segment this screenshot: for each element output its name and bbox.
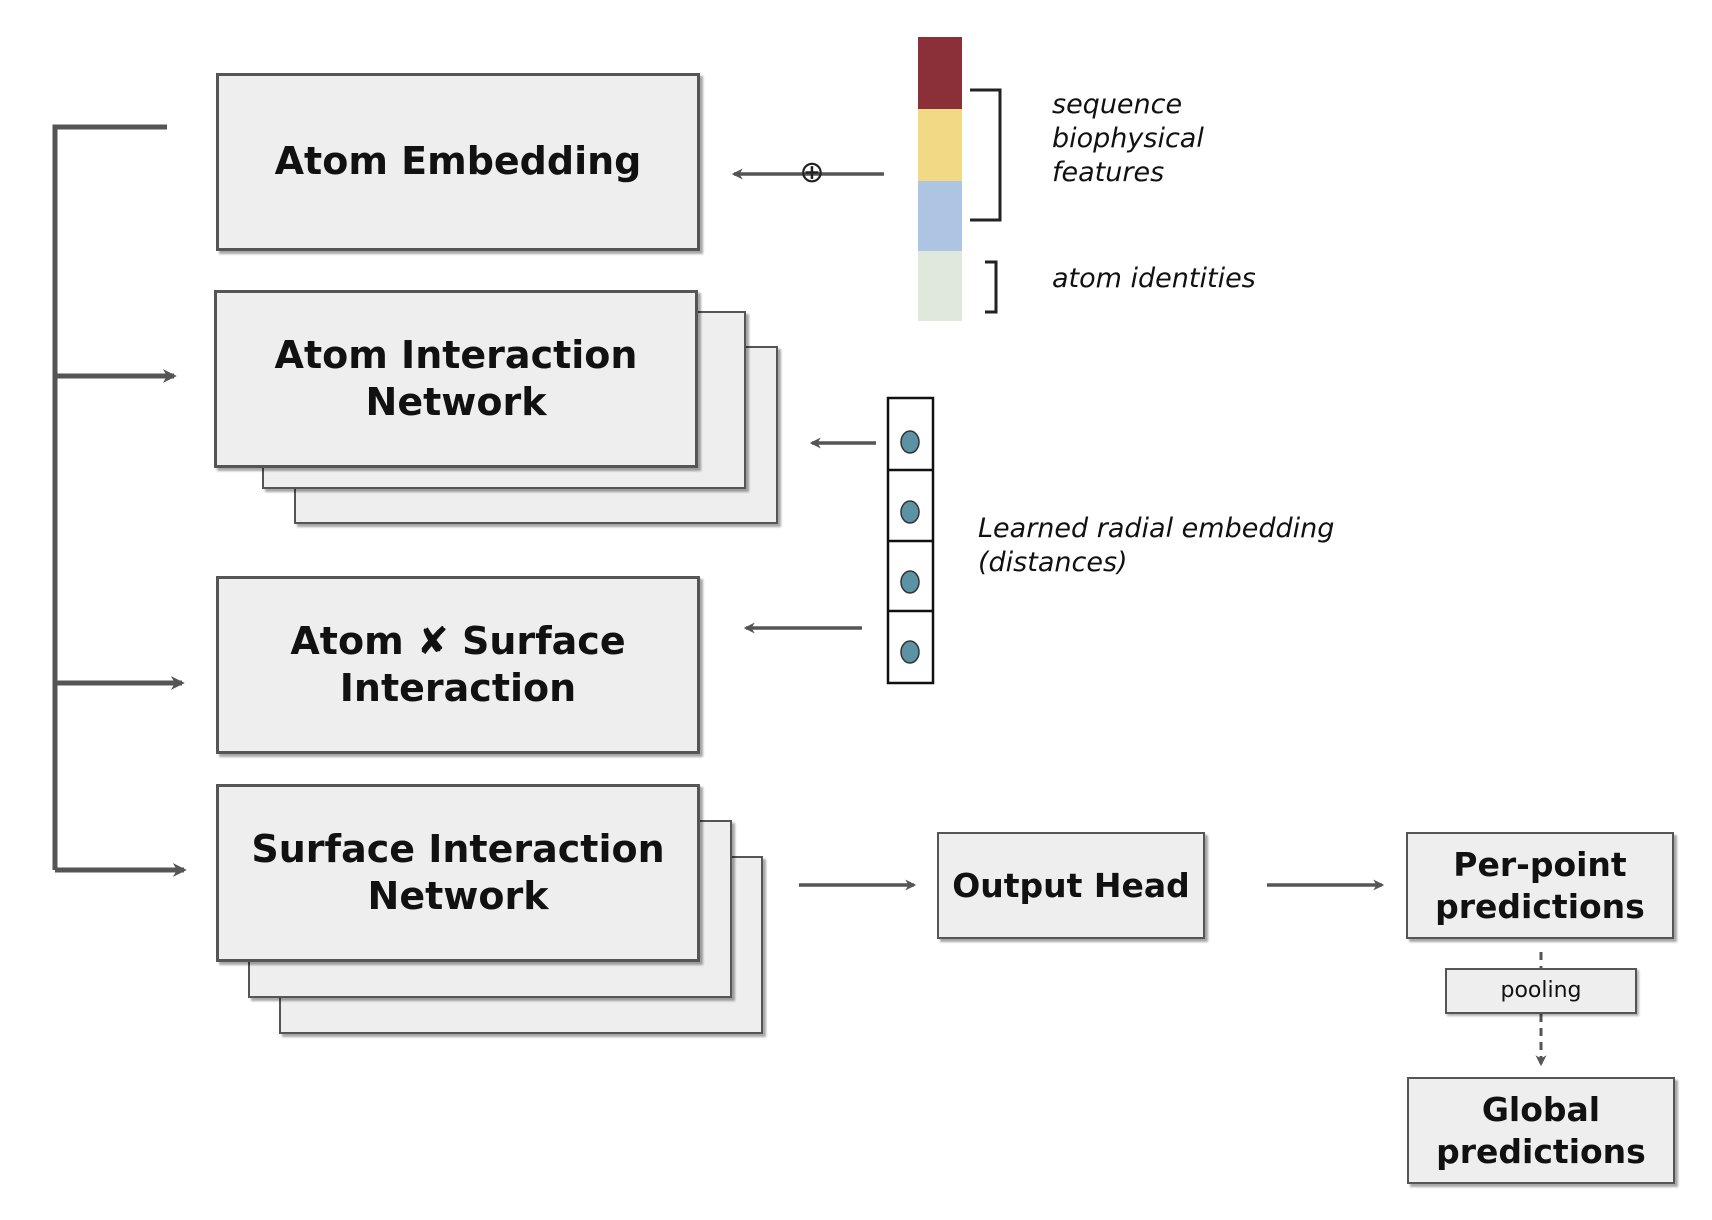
feature-bar-yellow	[918, 109, 962, 181]
features-bracket	[970, 88, 1002, 222]
surface-interaction-network-block: Surface Interaction Network	[216, 784, 700, 962]
atom-embedding-label: Atom Embedding	[274, 139, 642, 184]
atom-interaction-network-label: Atom Interaction Network	[274, 332, 638, 425]
output-head-label: Output Head	[952, 865, 1190, 905]
global-predictions-label: Global predictions	[1436, 1090, 1646, 1171]
feature-bar-red	[918, 37, 962, 109]
atom-embedding-block: Atom Embedding	[216, 73, 700, 251]
output-head-block: Output Head	[937, 832, 1205, 939]
atom-identities-bracket	[985, 260, 998, 314]
pooling-label: pooling	[1500, 978, 1582, 1004]
atom-surface-interaction-label: Atom ✘ Surface Interaction	[290, 618, 626, 711]
feature-bar-blue	[918, 181, 962, 251]
skip-connection-bus	[52, 124, 167, 870]
atom-interaction-network-block: Atom Interaction Network	[214, 290, 698, 468]
global-predictions-block: Global predictions	[1407, 1077, 1675, 1184]
feature-bar-green	[918, 251, 962, 321]
atom-identities-annotation: atom identities	[1052, 263, 1256, 294]
atom-surface-interaction-block: Atom ✘ Surface Interaction	[216, 576, 700, 754]
radial-embedding-annotation: Learned radial embedding (distances)	[978, 513, 1335, 578]
per-point-predictions-block: Per-point predictions	[1406, 832, 1674, 939]
surface-interaction-network-label: Surface Interaction Network	[251, 826, 665, 919]
per-point-predictions-label: Per-point predictions	[1435, 845, 1645, 926]
radial-dot	[900, 640, 920, 664]
radial-dot	[900, 430, 920, 454]
pooling-block: pooling	[1445, 968, 1637, 1014]
combine-symbol: ⊕	[799, 155, 825, 190]
features-annotation: sequence biophysical features	[1052, 89, 1204, 188]
radial-dot	[900, 570, 920, 594]
radial-dot	[900, 500, 920, 524]
radial-embedding-vector	[886, 396, 935, 685]
